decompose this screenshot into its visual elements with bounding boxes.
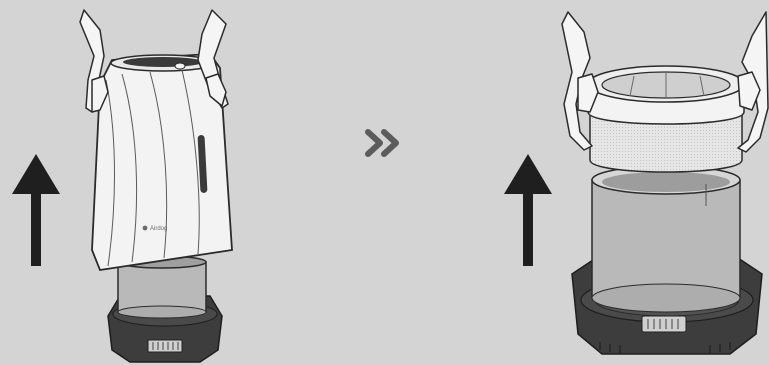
filter-cartridge <box>588 66 744 172</box>
inner-cylinder <box>592 166 740 312</box>
svg-text:Airdog: Airdog <box>150 226 167 232</box>
